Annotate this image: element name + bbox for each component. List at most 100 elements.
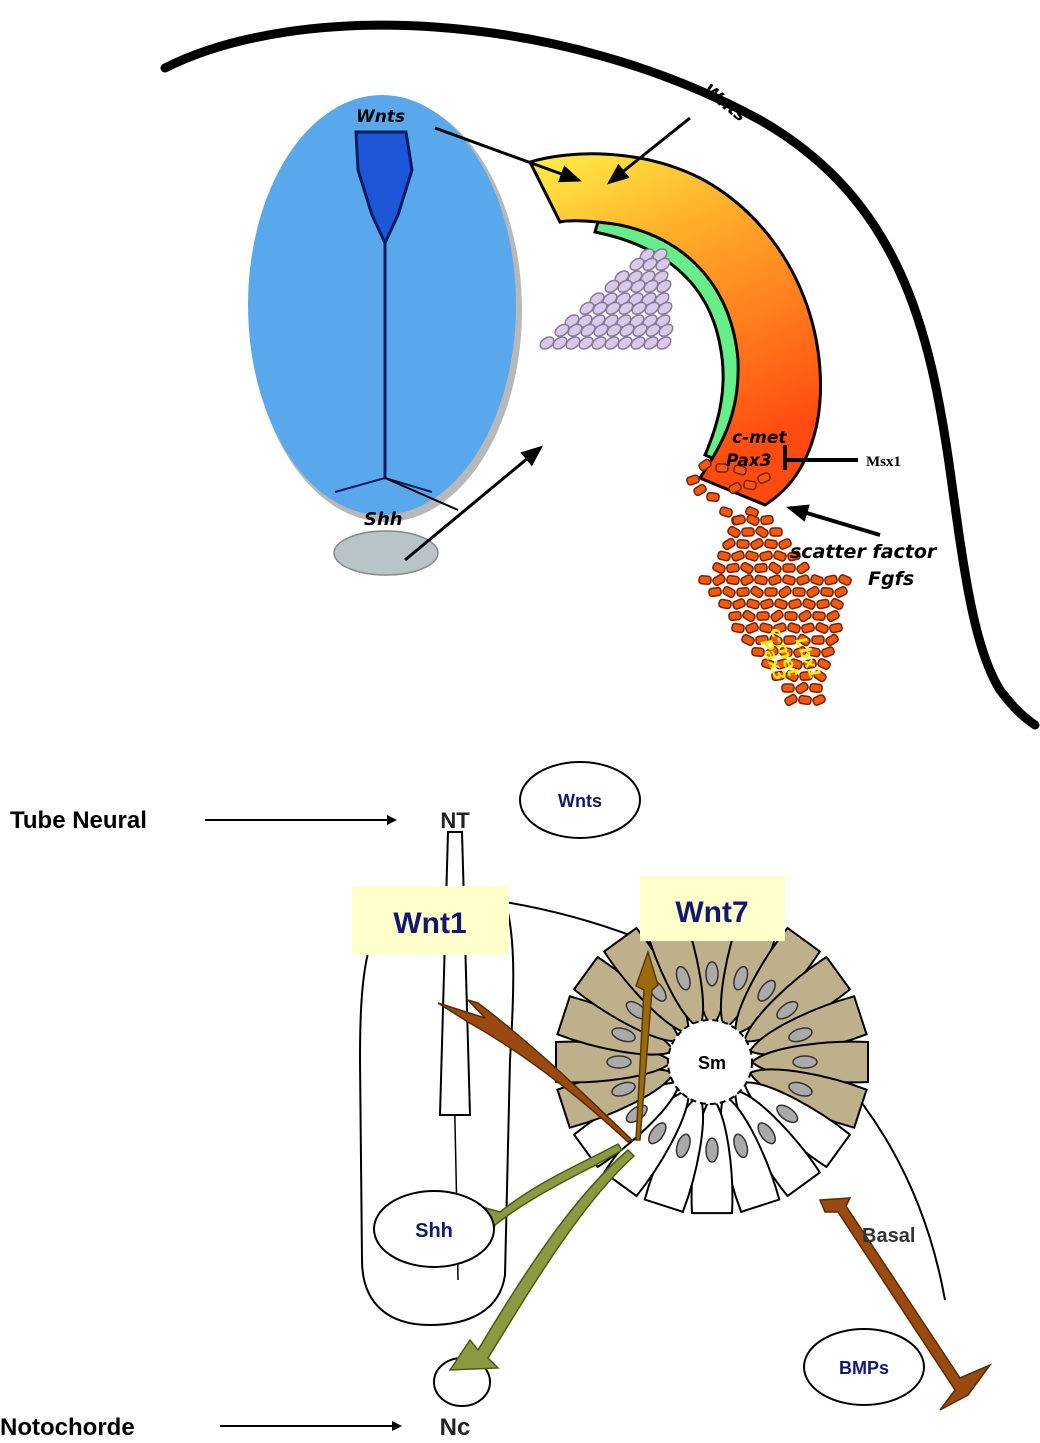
migrating-cell (727, 563, 740, 573)
migrating-cell (765, 588, 777, 596)
migrating-cell (795, 681, 809, 694)
migrating-cell (816, 599, 829, 609)
label-msx1: Msx1 (866, 454, 901, 470)
migrating-cell (745, 622, 759, 634)
migrating-cell (768, 561, 782, 574)
migrating-cell (746, 599, 760, 610)
migrating-cell (825, 633, 839, 646)
migrating-cell (732, 515, 745, 525)
migrating-cell (737, 587, 750, 596)
migrating-cell (784, 694, 798, 707)
migrating-cell (824, 575, 837, 585)
migrating-cell (742, 609, 756, 622)
migrating-cell (761, 515, 774, 524)
migrating-cell (740, 562, 754, 575)
migrating-cell (742, 528, 754, 537)
migrating-cell (821, 646, 835, 658)
migrating-cell (838, 574, 852, 586)
migrating-cell (757, 612, 769, 620)
migrating-cell (774, 598, 788, 609)
migrating-cell (750, 585, 764, 598)
migrating-cell (830, 598, 844, 611)
migrating-cell (796, 574, 810, 585)
migrating-cell (793, 588, 805, 597)
notochord (334, 531, 438, 575)
label-nt: NT (440, 808, 470, 833)
migrating-cell (686, 474, 700, 485)
migrating-cell (727, 526, 741, 539)
migrating-cell (782, 575, 796, 586)
migrating-cell (810, 574, 824, 586)
migrating-cell (770, 528, 782, 536)
migrating-cell (798, 609, 812, 622)
label-basal: Basal (862, 1225, 915, 1247)
migrating-cell (732, 598, 746, 610)
label-shh-oval: Shh (415, 1220, 453, 1242)
label-nc: Nc (440, 1414, 471, 1441)
migrating-cell (768, 574, 782, 586)
migrating-cell (743, 480, 756, 490)
top-diagram: Wnts Wnts Shh c-met Pax3 Msx1 scatter fa… (165, 25, 1035, 725)
migrating-cell (712, 562, 726, 574)
neural-canal (440, 832, 470, 1115)
shh-arrow-1 (475, 1144, 622, 1245)
migrating-cell (785, 612, 797, 620)
migrating-cell (812, 636, 824, 644)
label-notochorde: Notochorde (0, 1414, 135, 1441)
migrating-cell (801, 623, 815, 634)
migrating-cell (796, 561, 810, 574)
label-sm: Sm (698, 1053, 726, 1073)
migrating-cell (731, 623, 744, 633)
migrating-cell (787, 622, 801, 633)
migrating-cell (699, 576, 712, 585)
migrating-cell (712, 574, 726, 587)
migrating-cell (806, 586, 820, 599)
migrating-cell (729, 611, 742, 620)
migrating-cell (755, 525, 769, 538)
migrating-cell (741, 634, 755, 646)
migrating-cell (722, 537, 736, 550)
migrating-cell (718, 599, 731, 609)
label-wnts-oval: Wnts (558, 791, 602, 811)
migrating-cell (810, 684, 823, 693)
migrating-cell (737, 539, 750, 548)
scatter-factor-arrow (790, 508, 880, 535)
label-tube-neural: Tube Neural (10, 807, 147, 834)
migrating-cell (740, 574, 754, 586)
migrating-cell (799, 695, 812, 705)
migrating-cell (755, 564, 768, 573)
sclerotome-cell (655, 335, 673, 352)
migrating-cell (770, 609, 784, 622)
label-pax3-1: Pax3 (726, 451, 772, 471)
migrating-cell (750, 538, 764, 551)
migrating-cell (813, 611, 826, 620)
migrating-cell (731, 550, 745, 562)
migrating-cell (821, 587, 834, 596)
migrating-cell (727, 575, 740, 585)
migrating-cell (717, 551, 730, 561)
label-fgfs: Fgfs (868, 568, 914, 590)
migrating-cell (788, 599, 802, 610)
migrating-cell (802, 598, 816, 610)
label-wnts-tube: Wnts (356, 107, 405, 127)
label-shh-top: Shh (364, 509, 403, 530)
migrating-cell (812, 694, 826, 706)
migrating-cell (693, 483, 707, 496)
label-scatter-factor: scatter factor (790, 541, 938, 563)
migrating-cell (760, 598, 774, 609)
label-cmet-1: c-met (732, 428, 787, 448)
migrating-cell (754, 575, 767, 585)
migrating-cell (826, 610, 840, 623)
label-wnt1: Wnt1 (393, 907, 466, 940)
migrating-cell (722, 586, 736, 599)
label-wnts-ectoderm: Wnts (699, 80, 750, 126)
migrating-cell (834, 586, 848, 598)
migrating-cell (719, 506, 733, 517)
migrating-cell (815, 622, 829, 634)
migrating-cell (778, 585, 792, 598)
migrating-cell (773, 550, 787, 562)
migrating-cell (745, 550, 759, 561)
migrating-cell (829, 623, 842, 633)
migrating-cell (782, 684, 794, 692)
